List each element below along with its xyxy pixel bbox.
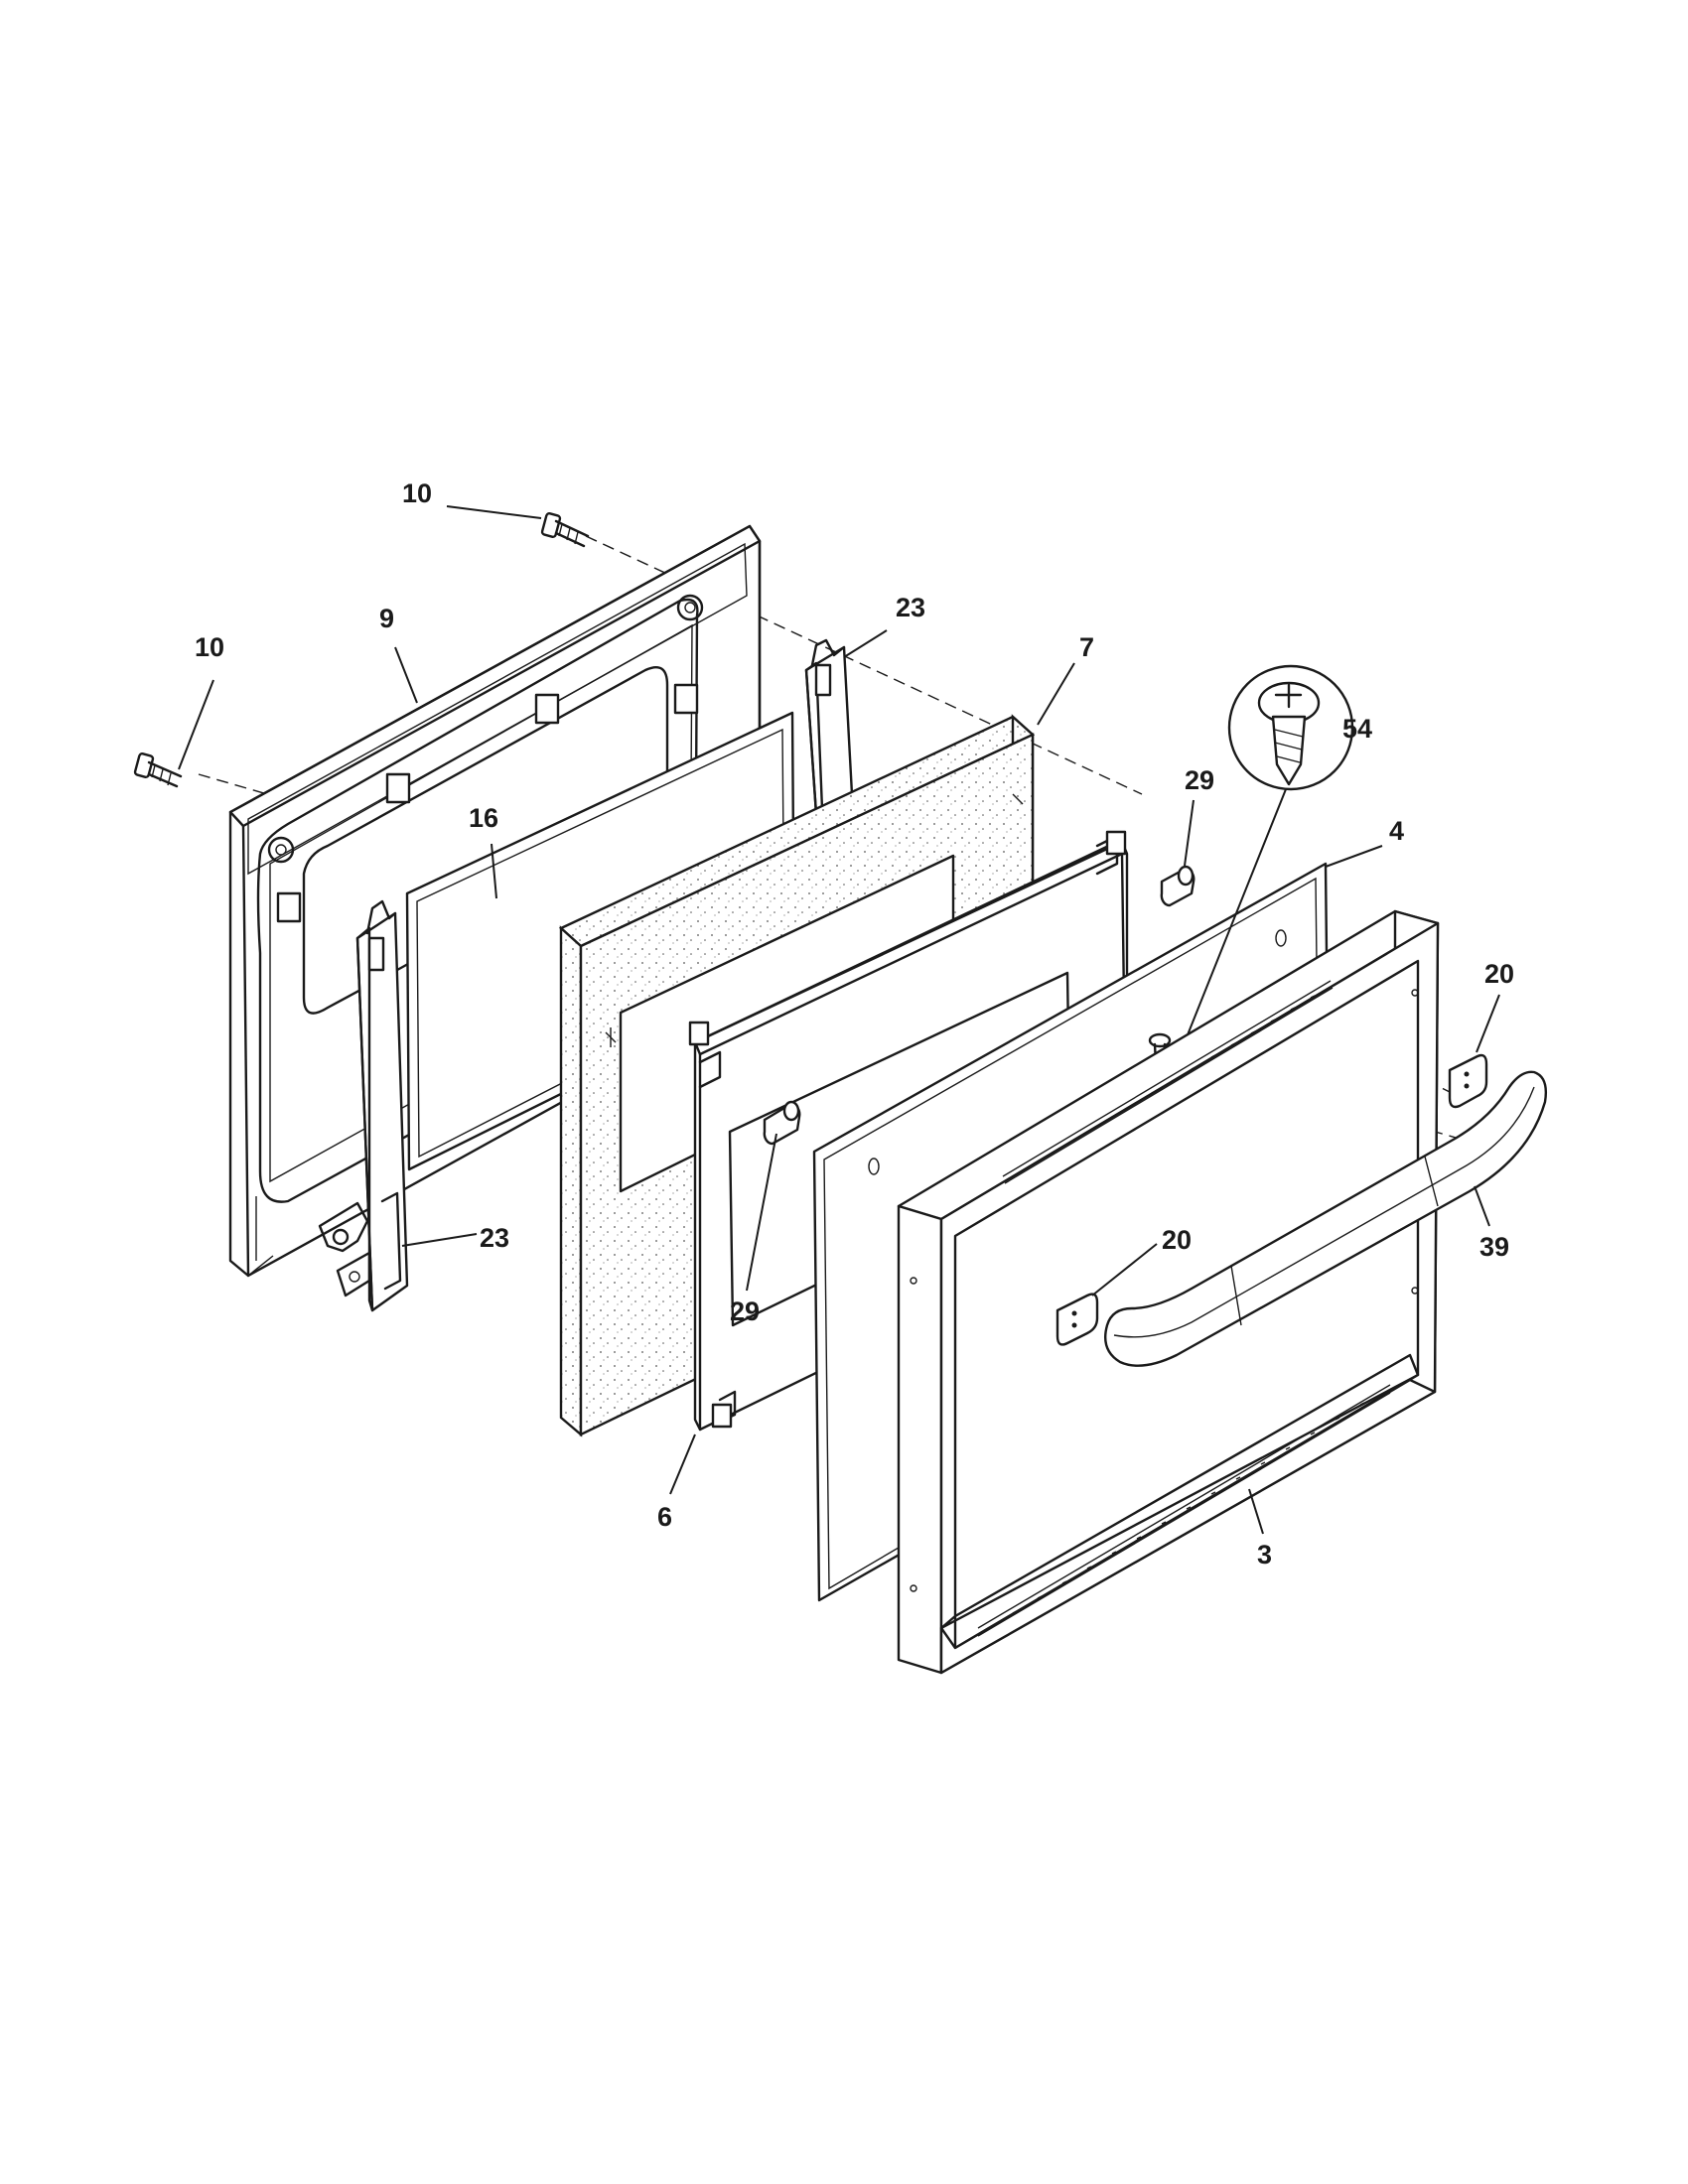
callout-10-lower: 10 bbox=[195, 632, 224, 662]
vent-slots-top bbox=[1002, 980, 1334, 1184]
door-bumper-upper bbox=[1160, 865, 1196, 907]
callout-7: 7 bbox=[1079, 632, 1094, 662]
callout-4: 4 bbox=[1389, 816, 1404, 846]
door-bumper-lower bbox=[763, 1100, 801, 1146]
callout-labels: 10 10 9 23 7 16 54 29 4 20 20 23 29 39 6… bbox=[195, 478, 1514, 1570]
vent-slots-bottom bbox=[977, 1384, 1391, 1637]
callout-9: 9 bbox=[379, 604, 394, 633]
callout-16: 16 bbox=[469, 803, 498, 833]
leader-lines bbox=[178, 505, 1500, 1535]
callout-23-lower: 23 bbox=[480, 1223, 509, 1253]
callout-10-upper: 10 bbox=[402, 478, 432, 508]
screw-lower bbox=[133, 752, 183, 788]
callout-29-lower: 29 bbox=[730, 1297, 760, 1326]
callout-20-left: 20 bbox=[1162, 1225, 1192, 1255]
callout-29-upper: 29 bbox=[1185, 765, 1214, 795]
door-handle bbox=[1103, 1070, 1548, 1367]
callout-39: 39 bbox=[1479, 1232, 1509, 1262]
callout-20-right: 20 bbox=[1484, 959, 1514, 989]
handle-end-cap-right bbox=[1448, 1053, 1488, 1109]
door-hinge-front bbox=[318, 899, 409, 1312]
callout-54: 54 bbox=[1342, 714, 1372, 744]
door-hinge-rear bbox=[804, 638, 854, 816]
callout-23-upper: 23 bbox=[896, 593, 925, 622]
screw-upper bbox=[540, 512, 590, 548]
callout-6: 6 bbox=[657, 1502, 672, 1532]
callout-3: 3 bbox=[1257, 1540, 1272, 1570]
